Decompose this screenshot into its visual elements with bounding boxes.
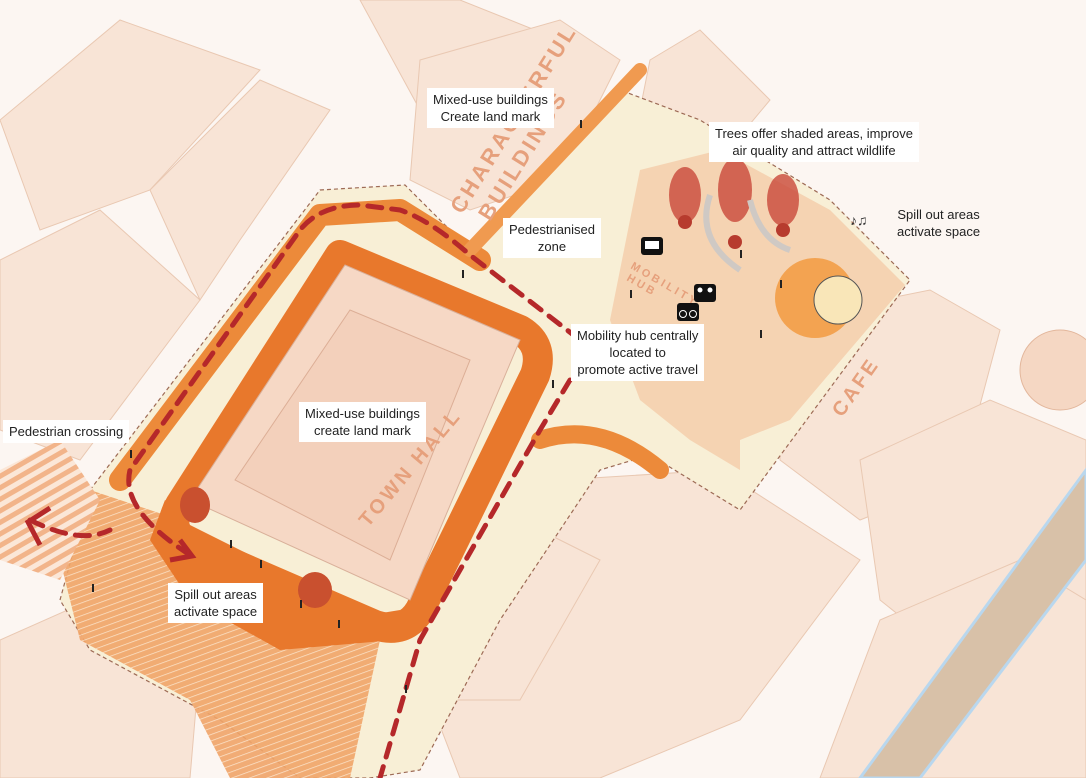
annotation-line: Mixed-use buildings	[305, 406, 420, 421]
annotation-line: Create land mark	[440, 109, 541, 124]
canal	[858, 467, 1086, 778]
east-square	[610, 150, 905, 470]
tree-icon	[718, 158, 752, 249]
pedestrian-icons	[92, 120, 782, 693]
annotation-line: Pedestrianised	[509, 222, 595, 237]
annotation-line: Spill out areas	[174, 587, 257, 602]
toilets-icon	[694, 284, 716, 302]
bicycle-icon	[677, 303, 699, 321]
music-notes-icon: ♪♫	[850, 212, 868, 228]
annotation-line: Pedestrian crossing	[9, 424, 124, 439]
annotation-mobility-hub: Mobility hub centrally located to promot…	[571, 324, 705, 381]
annotation-line: activate space	[174, 604, 258, 619]
annotation-line: located to	[609, 345, 666, 360]
annotation-mixed-use-top: Mixed-use buildings Create land mark	[427, 88, 554, 128]
annotation-mixed-use-center: Mixed-use buildings create land mark	[299, 402, 426, 442]
round-building	[1019, 329, 1086, 411]
tree-icon	[767, 174, 799, 237]
arrow-left-icon	[24, 505, 52, 547]
annotation-line: activate space	[897, 224, 981, 239]
tree-icon	[180, 487, 210, 523]
annotation-pedestrianised-zone: Pedestrianised zone	[503, 218, 601, 258]
annotation-line: zone	[537, 239, 567, 254]
tree-icon	[298, 572, 332, 608]
annotation-line: Trees offer shaded areas, improve	[715, 126, 913, 141]
arrow-right-icon	[169, 538, 197, 563]
annotation-line: Mobility hub centrally	[577, 328, 699, 343]
annotation-line: air quality and attract wildlife	[732, 143, 896, 158]
annotation-line: Spill out areas	[897, 207, 980, 222]
annotation-trees: Trees offer shaded areas, improve air qu…	[709, 122, 919, 162]
annotation-line: create land mark	[314, 423, 411, 438]
hatched-forecourt	[60, 490, 380, 778]
trees	[180, 158, 799, 608]
annotation-line: promote active travel	[577, 362, 699, 377]
bus-stop-icon	[641, 237, 663, 255]
seating-curves	[703, 194, 792, 273]
annotation-spill-out-bottom: Spill out areas activate space	[168, 583, 264, 623]
stage-circle	[813, 275, 863, 325]
annotation-pedestrian-crossing: Pedestrian crossing	[3, 420, 130, 443]
tree-icon	[669, 167, 701, 229]
annotation-line: Mixed-use buildings	[433, 92, 548, 107]
annotation-spill-out-top: Spill out areas activate space	[891, 203, 986, 243]
dashed-walking-route	[27, 202, 583, 778]
